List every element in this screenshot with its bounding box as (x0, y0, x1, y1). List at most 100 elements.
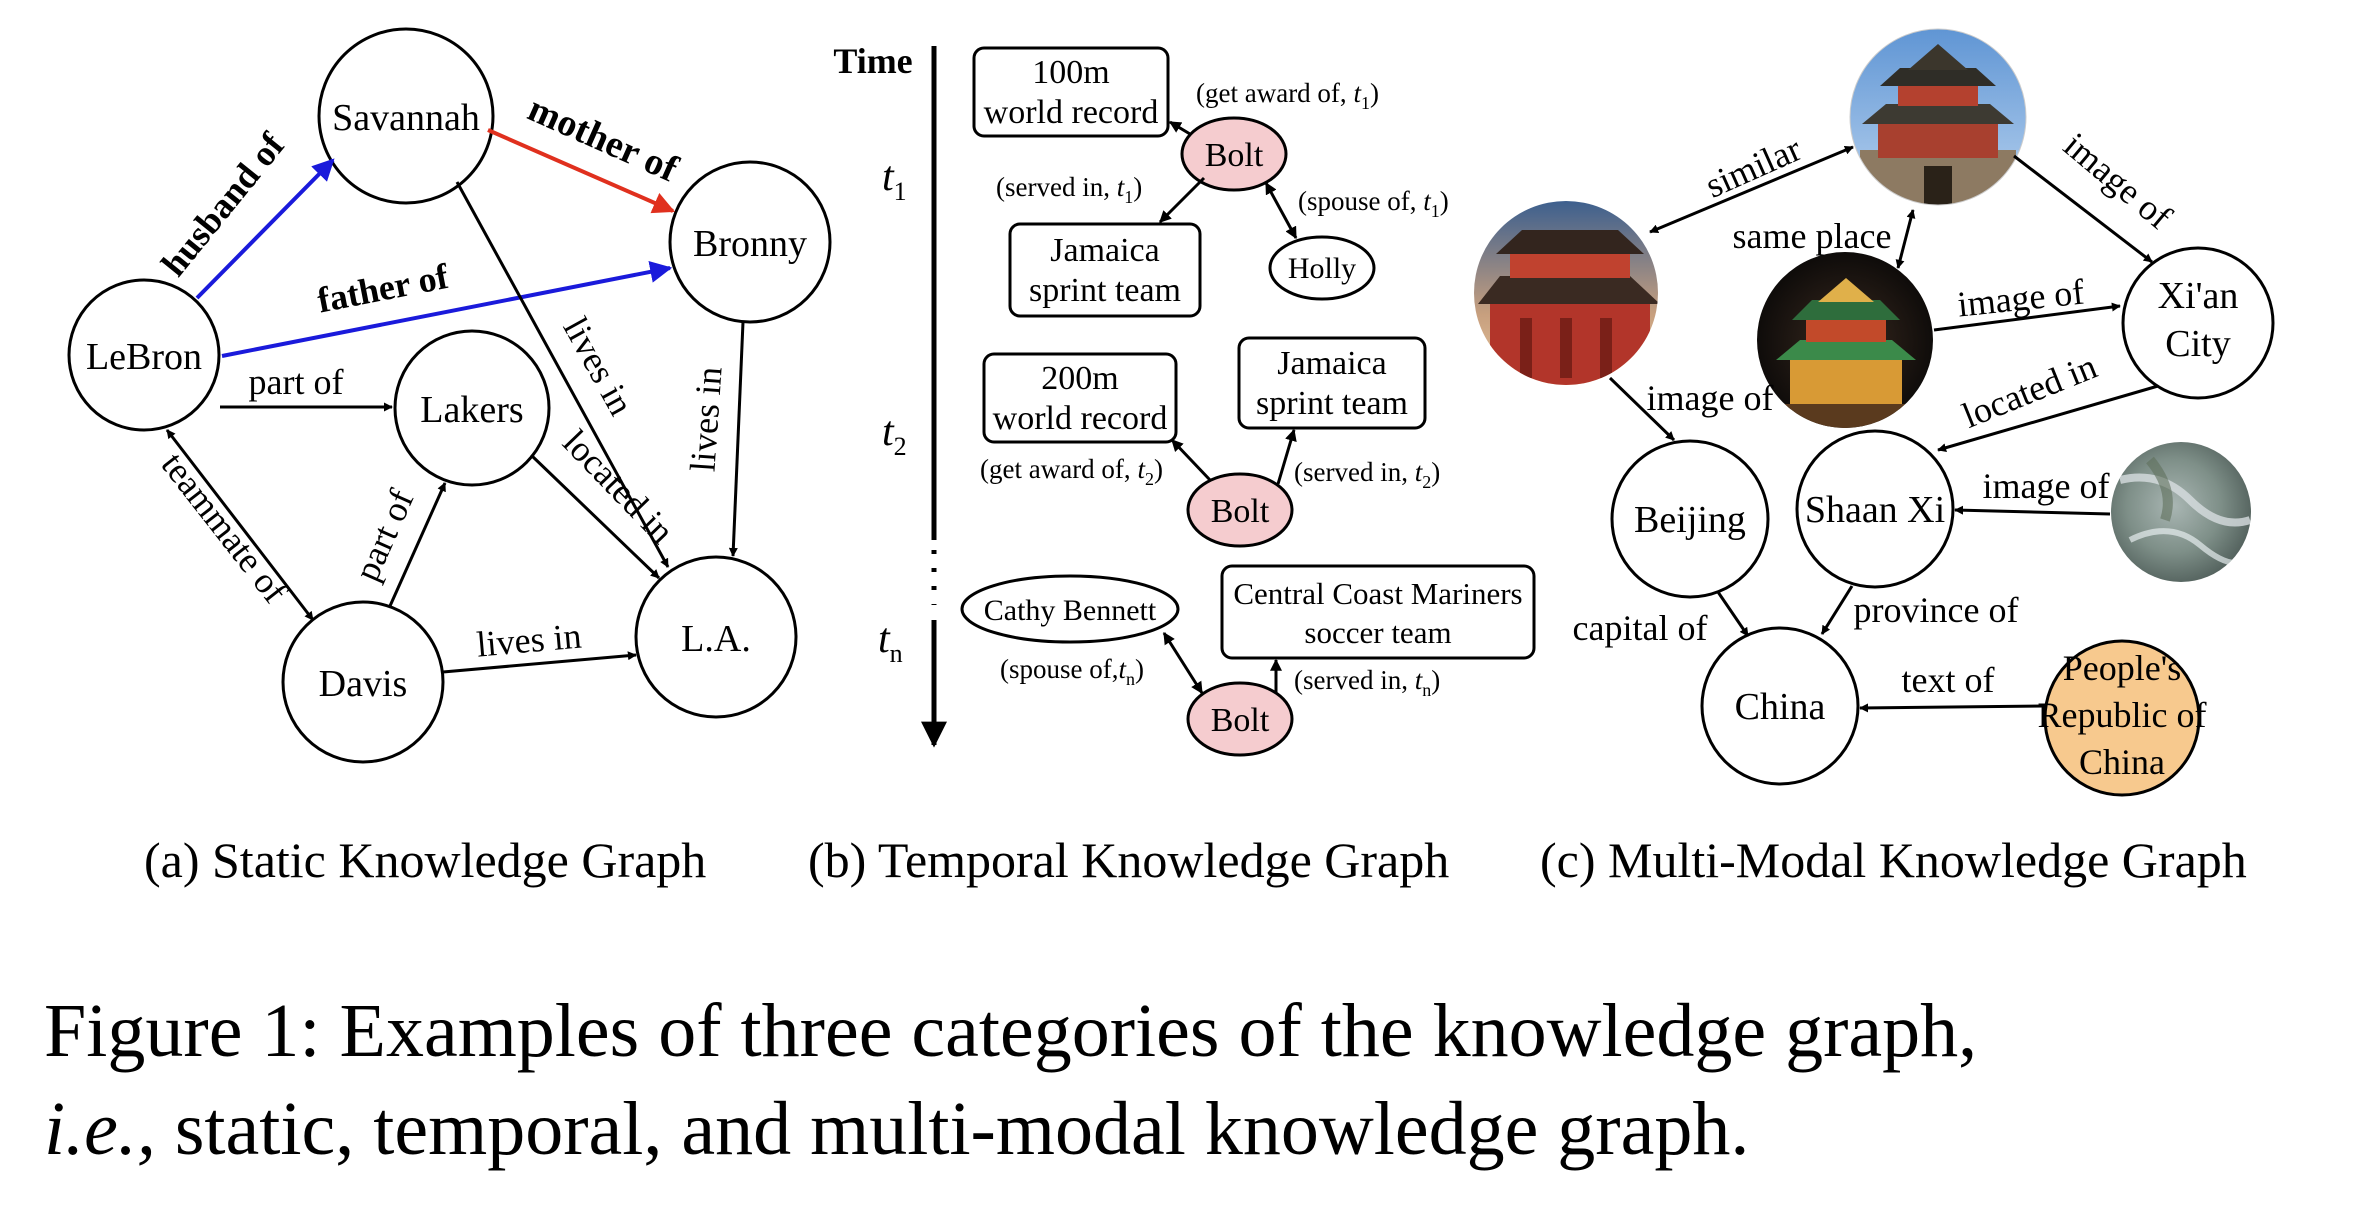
t2-bolt-label: Bolt (1211, 493, 1270, 530)
node-prc-line1: People's (2063, 648, 2181, 688)
t2-record-line2: world record (993, 400, 1168, 437)
t1-record-box (972, 46, 1170, 138)
t2-record-box (982, 352, 1178, 444)
tn-team-box (1220, 564, 1536, 660)
figure-caption-line1: Figure 1: Examples of three categories o… (44, 989, 1978, 1073)
time-axis-label: Time (833, 41, 912, 81)
tn-team-line2: soccer team (1304, 615, 1451, 650)
node-la: L.A. (634, 555, 798, 719)
node-beijing-label: Beijing (1634, 499, 1746, 541)
node-prc-line3: China (2079, 742, 2165, 782)
t1-bolt (1180, 116, 1288, 192)
tn-spouse (960, 574, 1180, 644)
t1-award-label: (get award of, t1) (1196, 78, 1379, 113)
time-t2: t2 (882, 409, 907, 461)
node-peoples-republic-of-china: People's Republic of China (2038, 639, 2206, 797)
panel-temporal-knowledge-graph: Time t1 t2 tn 100m world record Bolt Jam… (833, 41, 1536, 757)
node-davis-label: Davis (319, 663, 408, 705)
edge-teammate-of (165, 429, 315, 621)
t2-served-edge (1276, 428, 1297, 485)
node-la-label: L.A. (681, 618, 751, 660)
edge-province-of (1820, 585, 1854, 635)
t1-bolt-label: Bolt (1205, 137, 1264, 174)
edge-davis-lives-in (442, 651, 637, 674)
t1-holly (1268, 235, 1376, 301)
knowledge-graph-figure: LeBron Savannah Bronny Lakers Davis L.A.… (67, 27, 2275, 797)
figure-caption-line2: i.e., static, temporal, and multi-modal … (44, 1080, 2344, 1178)
caption-temporal-knowledge-graph: (b) Temporal Knowledge Graph (808, 832, 1450, 888)
edge-province-of-label: province of (1854, 590, 2019, 630)
time-tn: tn (878, 616, 903, 668)
edge-savannah-lives-in (455, 181, 670, 568)
edge-image-of-beijing (1608, 376, 1676, 442)
t2-award-label: (get award of, t2) (980, 454, 1163, 489)
figure-caption-ie: i.e., (44, 1087, 156, 1171)
node-beijing: Beijing (1610, 439, 1770, 599)
node-bronny: Bronny (668, 160, 832, 324)
figure-caption-line2-rest: static, temporal, and multi-modal knowle… (155, 1087, 1750, 1171)
figure-caption: Figure 1: Examples of three categories o… (44, 982, 2344, 1178)
node-xian-line1: Xi'an (2158, 275, 2239, 317)
edge-capital-of-label: capital of (1573, 608, 1708, 648)
edge-image-of-top (2013, 154, 2153, 264)
edge-image-of-shaanxi (1954, 505, 2111, 516)
edge-bronny-lives-in (728, 321, 745, 557)
node-shaanxi-label: Shaan Xi (1805, 489, 1945, 531)
node-lakers: Lakers (393, 329, 551, 487)
edge-located-in-label: located in (555, 422, 682, 551)
edge-capital-of (1716, 591, 1750, 637)
t2-served-label: (served in, t2) (1294, 457, 1440, 492)
edge-mother-of (487, 128, 676, 214)
edge-located-in (529, 453, 661, 580)
time-t1: t1 (882, 154, 907, 206)
t1-team-line2: sprint team (1029, 272, 1181, 309)
t1-spouse-label: (spouse of, t1) (1298, 186, 1449, 221)
panel-multi-modal-knowledge-graph: Xi'an City Beijing Shaan Xi China People… (1474, 28, 2275, 797)
tn-spouse-edge (1162, 631, 1204, 695)
edge-image-of-top-label: image of (2056, 125, 2179, 237)
t2-team-line1: Jamaica (1277, 345, 1387, 382)
node-lebron-label: LeBron (86, 336, 202, 378)
node-savannah: Savannah (317, 27, 495, 205)
node-bronny-label: Bronny (693, 223, 807, 265)
node-xian: Xi'an City (2121, 246, 2275, 400)
edge-bronny-lives-in-label: lives in (682, 365, 729, 473)
t1-record-line2: world record (984, 94, 1159, 131)
panel-static-knowledge-graph: LeBron Savannah Bronny Lakers Davis L.A.… (67, 27, 832, 764)
edge-similar-label: similar (1699, 128, 1807, 205)
node-xian-line2: City (2165, 323, 2230, 365)
tn-bolt-label: Bolt (1211, 702, 1270, 739)
edge-davis-part-of (388, 482, 447, 607)
t2-bolt (1186, 472, 1294, 548)
edge-image-of-shaanxi-label: image of (1983, 466, 2110, 506)
satellite-map-photo (2111, 442, 2251, 582)
bell-tower-day-photo (1850, 29, 2026, 205)
edge-located-in (1937, 384, 2159, 453)
t1-served-label: (served in, t1) (996, 172, 1142, 207)
edge-husband-of (195, 158, 335, 300)
t1-holly-label: Holly (1288, 252, 1356, 285)
caption-multi-modal-knowledge-graph: (c) Multi-Modal Knowledge Graph (1540, 832, 2247, 888)
node-savannah-label: Savannah (332, 97, 480, 139)
node-davis: Davis (281, 600, 445, 764)
edge-same-place (1895, 209, 1916, 269)
t1-team-line1: Jamaica (1050, 232, 1160, 269)
edge-teammate-of-label: teammate of (154, 445, 296, 611)
edge-part-of-lebron-label: part of (249, 362, 344, 402)
tn-spouse-label: Cathy Bennett (984, 594, 1157, 627)
edge-same-place-label: same place (1733, 216, 1892, 256)
t2-team-line2: sprint team (1256, 385, 1408, 422)
edge-image-of-night (1933, 302, 2121, 332)
node-lebron: LeBron (67, 278, 221, 432)
t1-award-edge (1168, 120, 1191, 136)
t1-spouse-edge (1264, 181, 1298, 240)
edge-mother-of-label: mother of (522, 88, 685, 191)
edge-text-of (1859, 703, 2045, 713)
t1-served-edge (1158, 176, 1206, 224)
edge-davis-lives-in-label: lives in (475, 616, 583, 665)
t1-group: 100m world record Bolt Jamaica sprint te… (972, 46, 1449, 318)
tn-group: Cathy Bennett Central Coast Mariners soc… (960, 564, 1536, 757)
edge-similar (1649, 145, 1854, 234)
t2-award-edge (1170, 438, 1212, 482)
tn-served-label: (served in, tn) (1294, 665, 1440, 700)
